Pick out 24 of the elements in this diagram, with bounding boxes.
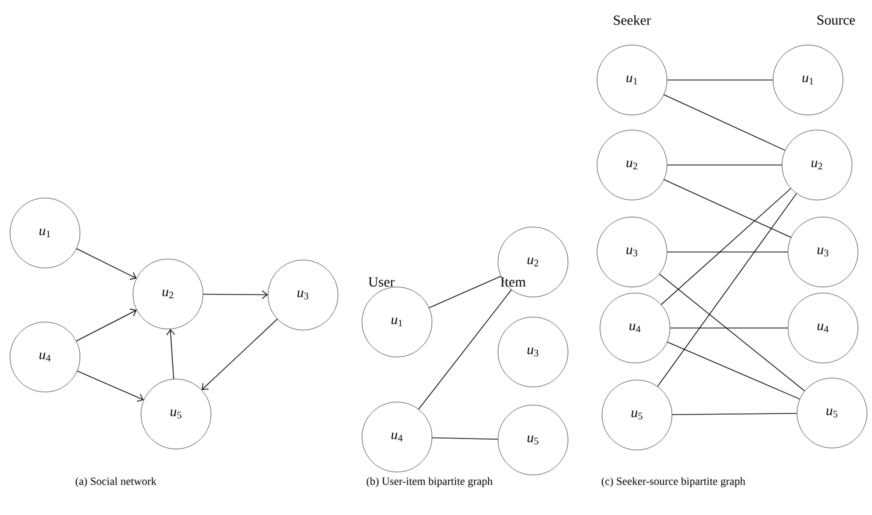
arrow [166,329,176,380]
connector-line [666,164,782,166]
connector-line [672,412,798,416]
arrow [76,308,137,342]
connector-line [666,342,800,400]
caption: (c) Seeker-source bipartite graph [602,477,746,488]
column-heading: Seeker [614,15,651,25]
connector-line [418,289,512,410]
connector-line [659,274,805,392]
caption: (a) Social network [76,477,156,488]
connector-line [428,276,502,308]
connector-line [657,193,797,387]
arrow [202,318,278,390]
connector-line [664,94,786,151]
connector-line [432,437,498,440]
arrow [76,248,136,280]
column-heading: Source [818,15,855,25]
connector-line [660,188,792,305]
column-heading: Item [500,277,526,287]
connector-line [664,179,792,238]
arrow [76,370,144,402]
caption: (b) User-item bipartite graph [366,477,493,488]
arrow [202,290,268,300]
column-heading: User [368,277,395,287]
